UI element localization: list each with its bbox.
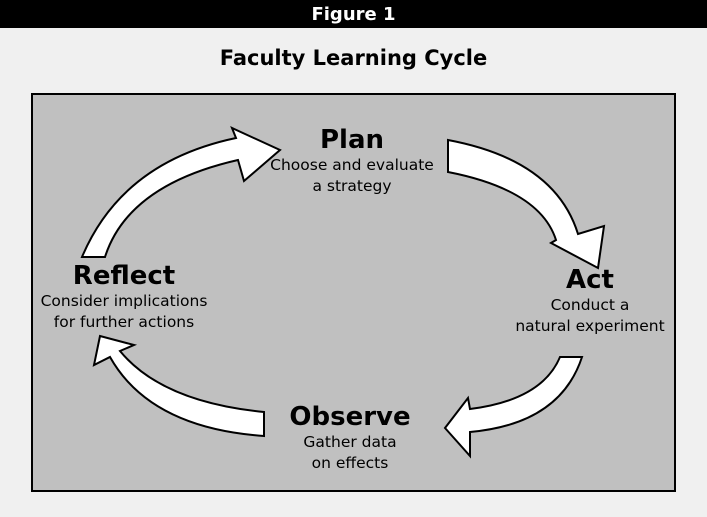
stage-act: Act Conduct a natural experiment — [490, 265, 690, 337]
stage-reflect: Reflect Consider implications for furthe… — [24, 261, 224, 333]
stage-plan-desc-line2: a strategy — [312, 177, 392, 195]
diagram-panel — [31, 93, 676, 492]
arrow-reflect-to-plan — [80, 126, 282, 258]
figure-label-bar: Figure 1 — [0, 0, 707, 28]
stage-reflect-desc-line2: for further actions — [53, 313, 195, 331]
stage-reflect-name: Reflect — [72, 261, 176, 291]
stage-observe-desc-line1: Gather data — [303, 433, 397, 451]
arrow-act-to-observe — [443, 356, 584, 459]
arrow-observe-to-reflect — [92, 334, 265, 438]
stage-observe: Observe Gather data on effects — [250, 402, 450, 474]
stage-act-desc-line1: Conduct a — [550, 296, 630, 314]
stage-observe-name: Observe — [289, 402, 411, 432]
figure-title: Faculty Learning Cycle — [219, 46, 488, 70]
stage-plan-desc-line1: Choose and evaluate — [270, 156, 434, 174]
stage-observe-desc-line2: on effects — [311, 454, 389, 472]
stage-reflect-desc-line1: Consider implications — [40, 292, 208, 310]
stage-act-name: Act — [566, 265, 614, 295]
stage-act-desc-line2: natural experiment — [515, 317, 665, 335]
arrow-plan-to-act — [447, 138, 606, 270]
stage-plan-name: Plan — [319, 125, 385, 155]
stage-plan: Plan Choose and evaluate a strategy — [252, 125, 452, 197]
figure-label: Figure 1 — [311, 3, 396, 25]
